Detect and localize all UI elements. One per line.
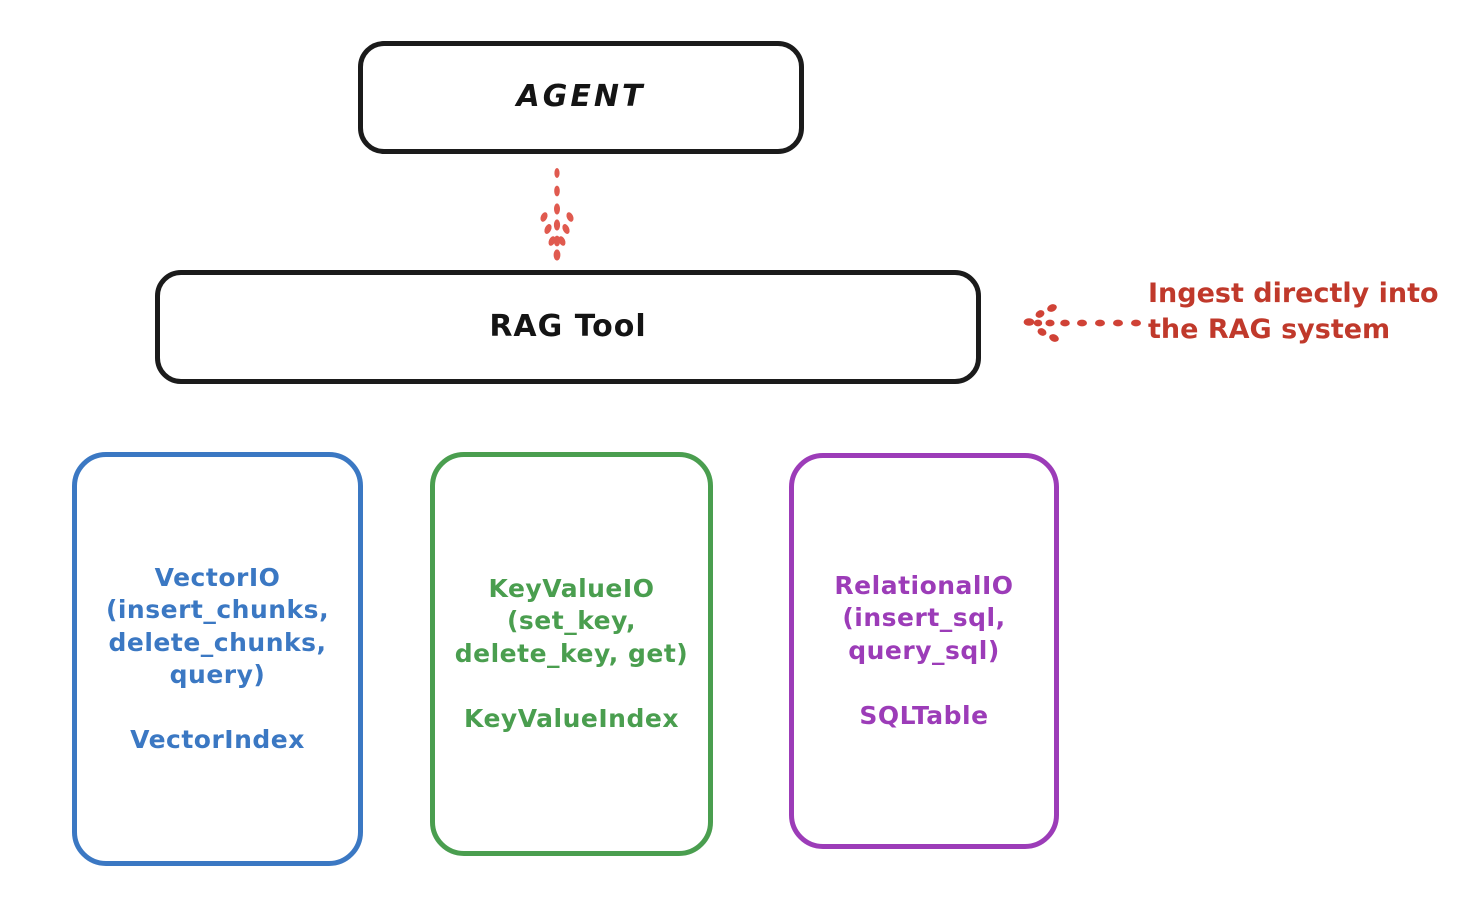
annotation-ingest-note: Ingest directly into the RAG system bbox=[1148, 278, 1439, 345]
node-rag-tool-label: RAG Tool bbox=[489, 308, 647, 344]
node-vector-io-label: VectorIO (insert_chunks, delete_chunks, … bbox=[105, 562, 330, 755]
node-key-value-io-label: KeyValueIO (set_key, delete_key, get) Ke… bbox=[454, 573, 689, 733]
node-rag-tool[interactable]: RAG Tool bbox=[155, 270, 981, 384]
ingest-dotted-arrow-icon bbox=[1023, 304, 1141, 342]
connector-agent-to-rag-tool-dotted-arrow-icon bbox=[540, 168, 574, 261]
node-key-value-io[interactable]: KeyValueIO (set_key, delete_key, get) Ke… bbox=[430, 452, 713, 856]
node-vector-io[interactable]: VectorIO (insert_chunks, delete_chunks, … bbox=[72, 452, 363, 866]
node-agent-label: AGENT bbox=[516, 79, 646, 115]
node-relational-io-label: RelationalIO (insert_sql, query_sql) SQL… bbox=[834, 570, 1014, 730]
node-agent[interactable]: AGENT bbox=[358, 41, 804, 154]
node-relational-io[interactable]: RelationalIO (insert_sql, query_sql) SQL… bbox=[789, 453, 1059, 849]
